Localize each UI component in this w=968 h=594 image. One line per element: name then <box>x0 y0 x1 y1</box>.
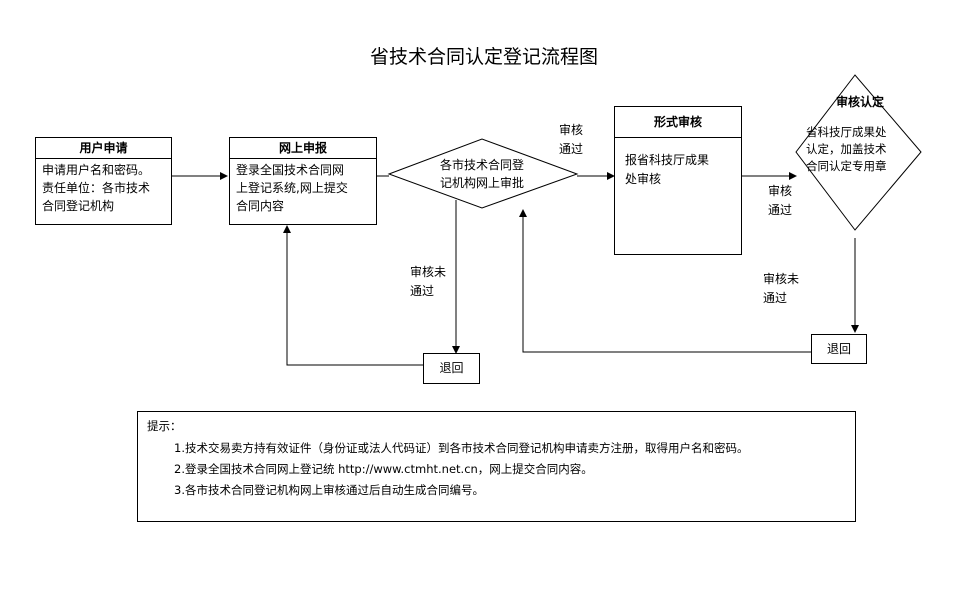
step-text: 各市技术合同登 <box>439 158 524 172</box>
note-item: 2.登录全国技术合同网上登记统 http://www.ctmht.net.cn，… <box>174 462 593 476</box>
step-text: 记机构网上审批 <box>439 176 524 190</box>
arrow-return-to-online <box>283 225 423 366</box>
step-online-report: 网上申报 登录全国技术合同网 上登记系统,网上提交 合同内容 <box>229 137 377 225</box>
label-text: 审核未 <box>763 272 800 286</box>
step-text: 合同内容 <box>236 199 285 213</box>
step-body: 报省科技厅成果 处审核 <box>615 138 741 189</box>
step-title: 形式审核 <box>615 107 741 138</box>
step-text: 登录全国技术合同网 <box>236 163 345 177</box>
return-box-1: 退回 <box>423 353 480 384</box>
label-text: 通过 <box>410 284 435 298</box>
step-certification: 审核认定 省科技厅成果处 认定，加盖技术 合同认定专用章 <box>806 93 906 175</box>
step-text: 报省科技厅成果 <box>625 153 710 167</box>
label-pass-2: 审核 通过 <box>768 182 808 220</box>
city-review-diamond <box>387 138 579 209</box>
step-body: 省科技厅成果处 认定，加盖技术 合同认定专用章 <box>806 124 906 175</box>
page-title: 省技术合同认定登记流程图 <box>369 46 598 68</box>
note-item: 3.各市技术合同登记机构网上审核通过后自动生成合同编号。 <box>174 483 484 497</box>
step-title: 审核认定 <box>835 95 884 109</box>
label-text: 通过 <box>768 203 793 217</box>
step-text: 合同登记机构 <box>42 199 115 213</box>
step-text: 责任单位：各市技术 <box>42 181 151 195</box>
step-text: 认定，加盖技术 <box>806 142 887 156</box>
notes-box: 提示： 1.技术交易卖方持有效证件（身份证或法人代码证）到各市技术合同登记机构申… <box>137 411 856 522</box>
label-pass-1: 审核 通过 <box>559 121 599 159</box>
certification-diamond <box>795 74 922 231</box>
step-text: 申请用户名和密码。 <box>42 163 151 177</box>
label-fail-1: 审核未 通过 <box>410 263 460 301</box>
return-box-2: 退回 <box>811 334 867 364</box>
step-user-apply: 用户申请 申请用户名和密码。 责任单位：各市技术 合同登记机构 <box>35 137 172 225</box>
step-city-review: 各市技术合同登 记机构网上审批 <box>418 156 546 192</box>
arrow-return-to-review <box>519 209 811 353</box>
step-title: 用户申请 <box>36 138 171 159</box>
label-fail-2: 审核未 通过 <box>763 270 813 308</box>
step-form-review: 形式审核 报省科技厅成果 处审核 <box>614 106 742 255</box>
label-text: 审核 <box>559 123 584 137</box>
label-text: 通过 <box>559 142 584 156</box>
label-text: 审核未 <box>410 265 447 279</box>
step-text: 合同认定专用章 <box>806 159 887 173</box>
step-text: 上登记系统,网上提交 <box>236 181 348 195</box>
step-body: 登录全国技术合同网 上登记系统,网上提交 合同内容 <box>230 159 376 215</box>
label-text: 通过 <box>763 291 788 305</box>
step-text: 处审核 <box>625 172 662 186</box>
step-title: 网上申报 <box>230 138 376 159</box>
label-text: 审核 <box>768 184 793 198</box>
note-item: 1.技术交易卖方持有效证件（身份证或法人代码证）到各市技术合同登记机构申请卖方注… <box>174 441 749 455</box>
step-text: 省科技厅成果处 <box>806 125 887 139</box>
notes-title: 提示： <box>147 419 182 433</box>
step-body: 申请用户名和密码。 责任单位：各市技术 合同登记机构 <box>36 159 171 215</box>
